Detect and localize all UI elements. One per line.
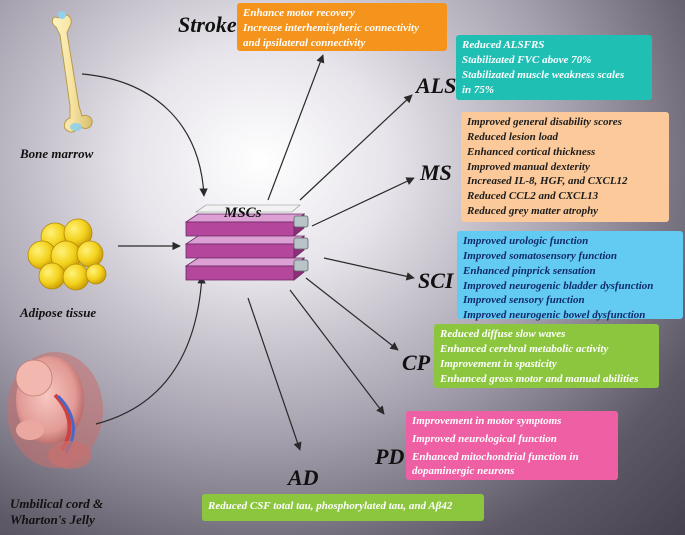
source-label-umbilical: Umbilical cord & Wharton's Jelly (10, 496, 103, 529)
effects-box-ad: Reduced CSF total tau, phosphorylated ta… (202, 494, 484, 521)
mscs-flasks-image (184, 204, 309, 281)
effects-box-stroke: Enhance motor recovery Increase interhem… (237, 3, 447, 51)
effect-item: Enhanced cerebral metabolic activity (440, 342, 609, 355)
source-label-umbilical-line2: Wharton's Jelly (10, 512, 95, 528)
effect-item: Increased IL-8, HGF, and CXCL12 (467, 175, 628, 188)
source-label-bone-marrow: Bone marrow (20, 146, 94, 161)
disease-label-stroke: Stroke (178, 12, 237, 37)
effect-item: Improved neurological function (412, 433, 557, 446)
effect-item: Reduced CSF total tau, phosphorylated ta… (208, 500, 453, 512)
arrow-to-stroke (267, 54, 325, 201)
arrow-to-sci (323, 257, 415, 281)
effect-item: Enhanced cortical thickness (467, 145, 596, 158)
adipose-tissue-image (27, 218, 107, 291)
effect-item: Improved sensory function (463, 294, 585, 307)
effect-item: Improved manual dexterity (467, 160, 590, 173)
disease-label-ad: AD (288, 465, 319, 490)
disease-label-cp: CP (402, 350, 431, 375)
effect-item: Improvement in motor symptoms (412, 415, 562, 427)
effect-item: Enhanced gross motor and manual abilitie… (440, 372, 639, 385)
effect-item: Improved somatosensory function (463, 249, 618, 262)
disease-label-sci: SCI (418, 268, 454, 293)
umbilical-cord-image (7, 352, 103, 469)
effect-item: Improved urologic function (463, 235, 589, 247)
effects-box-pd: Improvement in motor symptoms Improved n… (406, 411, 618, 480)
effect-item: Reduced lesion load (467, 130, 559, 143)
effect-item: Stabilizated muscle weakness scales (462, 68, 625, 81)
effects-box-sci: Improved urologic function Improved soma… (457, 231, 683, 321)
source-label-adipose: Adipose tissue (20, 305, 97, 320)
effect-item: and ipsilateral connectivity (243, 36, 366, 49)
effect-item: Reduced grey matter atrophy (467, 205, 599, 218)
arrow-cord-to-mscs (95, 275, 206, 425)
effect-item: Improved general disability scores (467, 116, 622, 128)
effect-item: Improved neurogenic bowel dysfunction (463, 309, 646, 322)
mscs-label: MSCs (224, 205, 262, 221)
effect-item: in 75% (462, 83, 495, 96)
arrow-bone-to-mscs (81, 73, 208, 197)
effect-item: Increase interhemispheric connectivity (243, 21, 419, 34)
bone-marrow-image (51, 11, 93, 133)
effect-item: Reduced diffuse slow waves (440, 328, 566, 340)
effect-item: Enhanced mitochondrial function in (412, 451, 579, 464)
effect-item: Enhanced pinprick sensation (463, 264, 596, 277)
effect-item: Enhance motor recovery (243, 7, 355, 19)
arrow-to-ad (247, 297, 302, 451)
effects-box-cp: Reduced diffuse slow waves Enhanced cere… (434, 324, 659, 388)
disease-label-als: ALS (416, 73, 457, 98)
effects-box-ms: Improved general disability scores Reduc… (461, 112, 669, 222)
arrow-to-als (299, 94, 413, 201)
effect-item: dopaminergic neurons (412, 465, 515, 478)
effect-item: Reduced CCL2 and CXCL13 (467, 190, 599, 203)
effect-item: Stabilizated FVC above 70% (462, 53, 592, 66)
disease-label-pd: PD (375, 444, 405, 469)
arrow-to-ms (311, 177, 415, 227)
effect-item: Reduced ALSFRS (462, 39, 545, 51)
effect-item: Improved neurogenic bladder dysfunction (463, 279, 654, 292)
effect-item: Improvement in spasticity (440, 357, 557, 370)
source-label-umbilical-line1: Umbilical cord & (10, 496, 104, 511)
arrow-to-cp (305, 277, 399, 351)
effects-box-als: Reduced ALSFRS Stabilizated FVC above 70… (456, 35, 652, 100)
arrow-to-pd (289, 289, 385, 415)
disease-label-ms: MS (420, 160, 452, 185)
